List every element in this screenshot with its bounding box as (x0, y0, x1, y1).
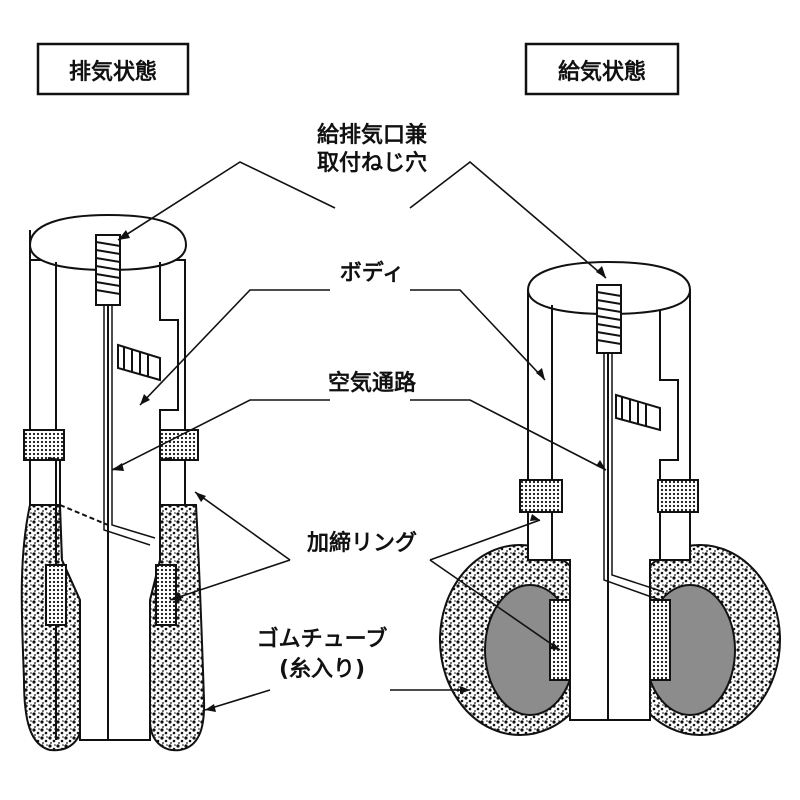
leader-rubber-left (204, 689, 271, 711)
intake-state-title: 給気状態 (558, 59, 646, 85)
arrow-crimp-right-2 (550, 642, 560, 650)
arrowheads (112, 230, 606, 712)
left-port-thread (95, 234, 121, 306)
arrow-rubber-right (460, 686, 470, 694)
left-crimp-ring-upper-left (23, 429, 65, 461)
right-crimp-ring-lower-right (649, 599, 671, 681)
leader-air-left (111, 399, 330, 471)
right-side-screw (615, 393, 661, 432)
leader-lines (111, 160, 607, 711)
label-rubber-tube-line2: (糸入り) (279, 657, 365, 682)
leader-crimp-right-2 (429, 559, 561, 651)
leader-crimp-left-1 (194, 491, 291, 561)
label-body: ボディ (340, 260, 404, 286)
arrow-crimp-right-1 (530, 514, 540, 521)
arrow-rubber-left (205, 704, 216, 712)
arrow-air-right (596, 460, 606, 470)
leader-port-left (117, 161, 336, 241)
label-rubber-tube-line1: ゴムチューブ (257, 626, 388, 652)
right-gripper-intake (439, 260, 781, 736)
right-air-passage (603, 353, 665, 601)
left-gripper-exhaust (20, 213, 206, 752)
label-port-line1: 給排気口兼 (317, 122, 427, 148)
labels: 給排気口兼 取付ねじ穴 ボディ 空気通路 加締リング ゴムチューブ (糸入り) (257, 122, 427, 682)
label-air-passage: 空気通路 (328, 370, 417, 396)
label-port-line2: 取付ねじ穴 (317, 150, 427, 176)
intake-state-title-box: 給気状態 (524, 42, 680, 96)
arrow-crimp-left-2 (170, 593, 182, 601)
left-crimp-ring-lower-right (155, 564, 177, 626)
exhaust-state-title-box: 排気状態 (36, 42, 190, 96)
exhaust-state-title: 排気状態 (69, 59, 157, 85)
leader-crimp-left-2 (169, 559, 291, 601)
arrow-port-left (118, 230, 130, 240)
leader-air-right (410, 399, 607, 471)
right-crimp-ring-upper-right (657, 479, 699, 513)
leader-crimp-right-1 (429, 519, 541, 561)
left-air-passage (103, 305, 156, 546)
right-crimp-ring-upper-left (519, 479, 563, 513)
arrow-crimp-left-1 (195, 492, 206, 502)
arrow-port-right (596, 266, 606, 278)
right-port-thread (596, 284, 622, 354)
arrow-air-left (112, 463, 124, 471)
right-crimp-ring-lower-left (549, 599, 571, 681)
left-crimp-ring-lower-left (45, 564, 67, 626)
arrow-body-left (140, 394, 150, 405)
label-crimp-ring: 加締リング (306, 530, 417, 556)
leader-port-right (409, 160, 607, 279)
left-crimp-ring-upper-right (159, 429, 199, 461)
arrow-body-right (536, 368, 545, 380)
leader-body-right (410, 289, 546, 381)
leader-body-left (139, 289, 330, 406)
left-side-screw (117, 343, 161, 382)
